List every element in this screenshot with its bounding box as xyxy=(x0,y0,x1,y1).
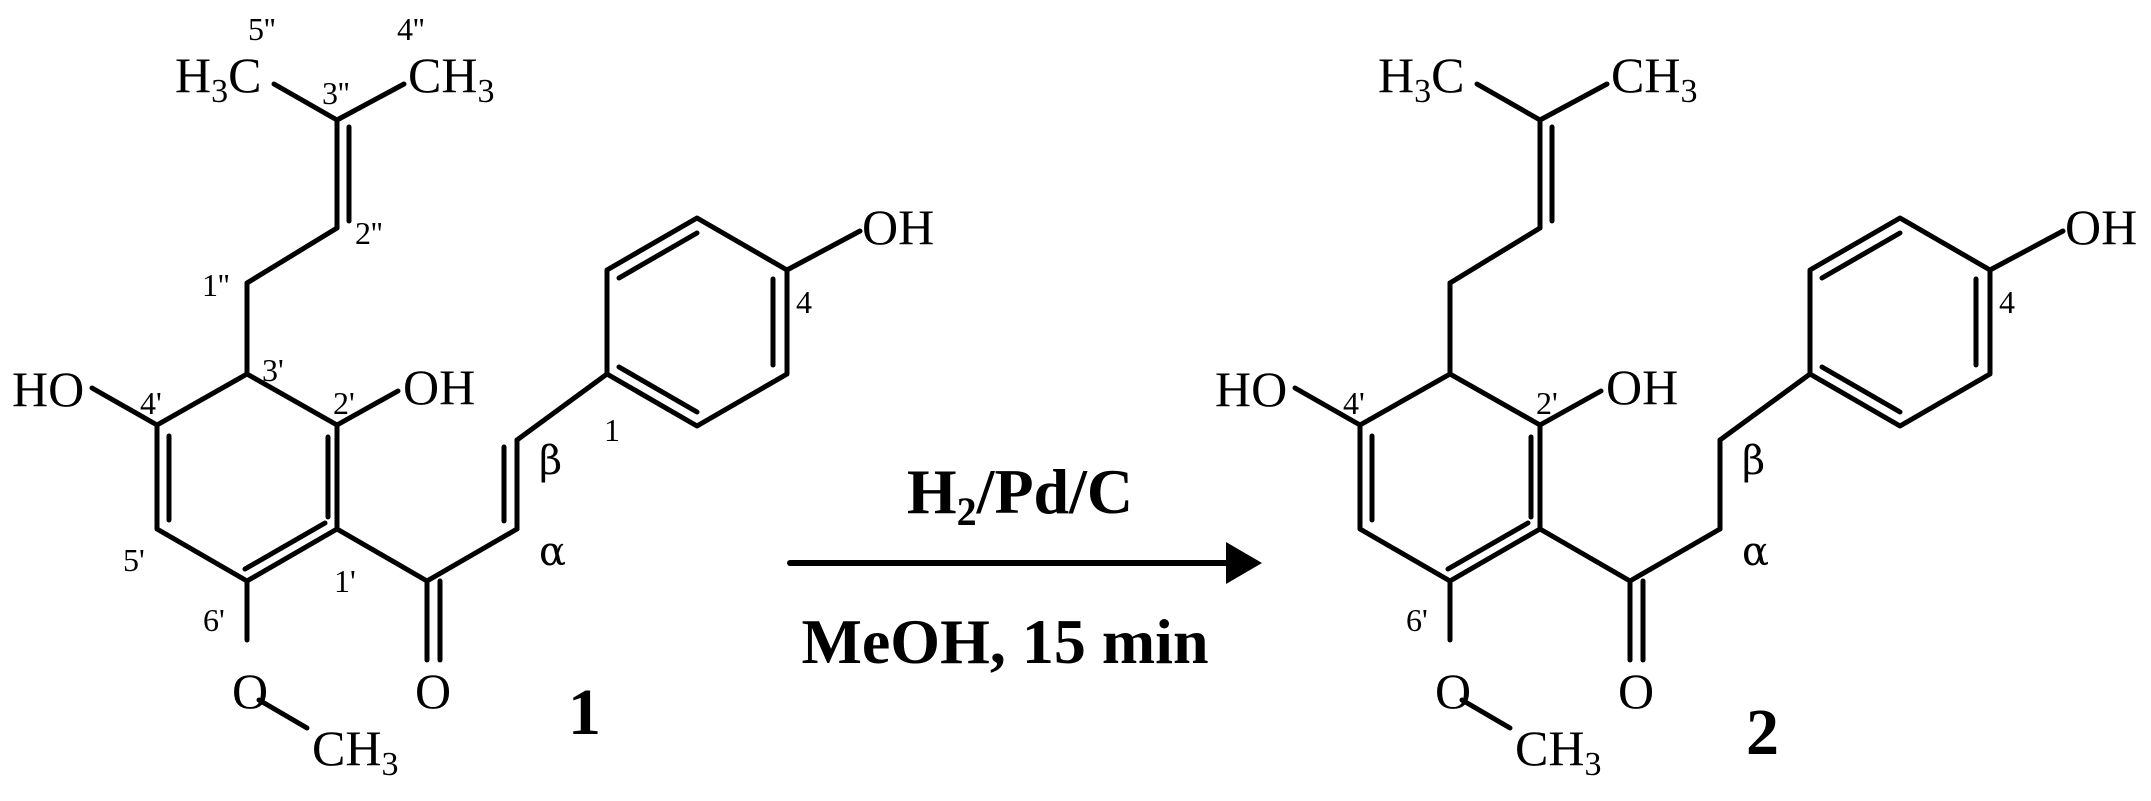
h3c-group: H3C xyxy=(1378,47,1464,110)
oh-group-2prime: OH xyxy=(403,359,475,415)
locant-1: 1 xyxy=(604,412,620,448)
locant-1pp: 1'' xyxy=(202,267,230,303)
oh-group-4: OH xyxy=(862,199,934,255)
ch3-group-top: CH3 xyxy=(408,47,494,110)
locant-5p: 5' xyxy=(123,542,145,578)
locant-1p: 1' xyxy=(334,563,356,599)
compound-1-structure: H3C CH3 HO OH OH O O CH3 5'' 4'' 3'' 2''… xyxy=(12,11,934,783)
ho-group: HO xyxy=(1215,361,1287,417)
arrow-head xyxy=(1226,542,1262,584)
ch3-group-top: CH3 xyxy=(1611,47,1697,110)
locant-4pp: 4'' xyxy=(397,11,425,47)
compound-1-label: 1 xyxy=(568,676,601,749)
locant-6p: 6' xyxy=(203,602,225,638)
h3c-group: H3C xyxy=(175,47,261,110)
locant-2p: 2' xyxy=(1536,385,1558,421)
locant-4p: 4' xyxy=(1343,385,1365,421)
ho-group: HO xyxy=(12,361,84,417)
locant-3p: 3' xyxy=(262,352,284,388)
locant-4: 4 xyxy=(1999,284,2015,320)
reaction-arrow xyxy=(787,542,1262,584)
locant-alpha: α xyxy=(1742,529,1769,575)
methoxy-oxygen: O xyxy=(1435,663,1471,719)
carbonyl-oxygen: O xyxy=(1618,663,1654,719)
methoxy-oxygen: O xyxy=(232,663,268,719)
oh-group-4: OH xyxy=(2065,199,2137,255)
locant-4: 4 xyxy=(796,284,812,320)
carbonyl-oxygen: O xyxy=(415,663,451,719)
ch3-group-bottom: CH3 xyxy=(312,720,398,783)
compound-2-structure: H3C CH3 HO OH OH O O CH3 4' 2' 6' 4 β α … xyxy=(1215,47,2137,783)
locant-alpha: α xyxy=(539,529,566,575)
ch3-group-bottom: CH3 xyxy=(1515,720,1601,783)
locant-5pp: 5'' xyxy=(248,11,276,47)
locant-2p: 2' xyxy=(333,385,355,421)
reagent-label: H2/Pd/C xyxy=(907,456,1133,534)
oh-group-2prime: OH xyxy=(1606,359,1678,415)
locant-beta: β xyxy=(1742,438,1765,484)
compound-2-label: 2 xyxy=(1746,696,1779,769)
compound-2-bonds xyxy=(1292,81,2066,731)
compound-1-bonds xyxy=(89,81,863,731)
locant-3pp: 3'' xyxy=(322,75,350,111)
locant-4p: 4' xyxy=(140,385,162,421)
locant-2pp: 2'' xyxy=(355,215,383,251)
locant-beta: β xyxy=(539,438,562,484)
conditions-label: MeOH, 15 min xyxy=(801,606,1208,677)
locant-6p: 6' xyxy=(1406,602,1428,638)
